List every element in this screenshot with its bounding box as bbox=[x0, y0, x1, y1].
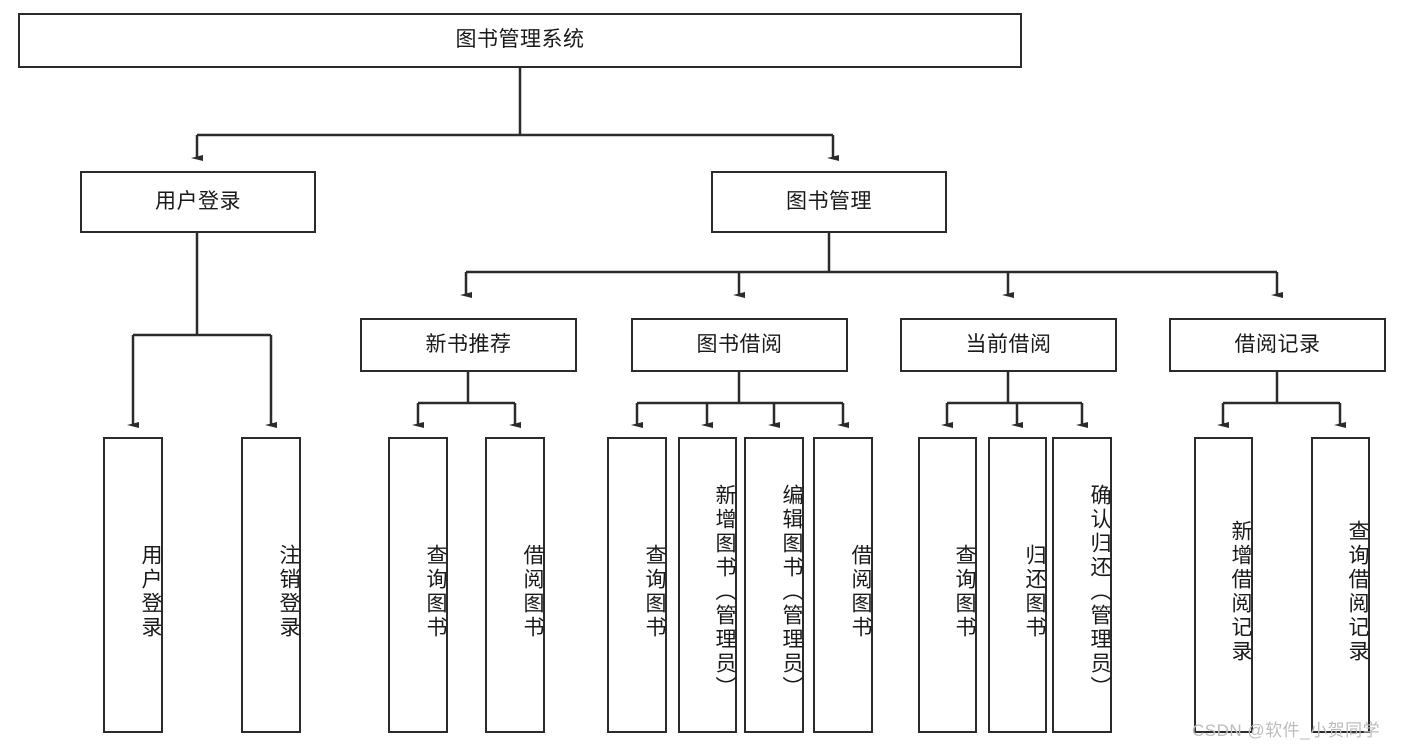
leaf-query-book-borrow[interactable]: 查询图书 bbox=[607, 437, 667, 733]
node-label: 图书管理 bbox=[786, 189, 872, 213]
node-book-management[interactable]: 图书管理 bbox=[711, 171, 947, 233]
node-label: 借阅图书 bbox=[849, 544, 872, 640]
node-label: 归还图书 bbox=[1023, 544, 1046, 640]
leaf-confirm-return-admin[interactable]: 确认归还（管理员） bbox=[1052, 437, 1112, 733]
node-label: 当前借阅 bbox=[965, 332, 1052, 356]
node-label: 查询图书 bbox=[424, 544, 447, 640]
node-book-borrow[interactable]: 图书借阅 bbox=[631, 318, 848, 372]
leaf-query-book-recommend[interactable]: 查询图书 bbox=[388, 437, 448, 733]
node-label: 确认归还（管理员） bbox=[1088, 484, 1111, 700]
leaf-query-borrow-record[interactable]: 查询借阅记录 bbox=[1311, 437, 1370, 733]
leaf-user-login[interactable]: 用户登录 bbox=[103, 437, 163, 733]
node-current-borrow[interactable]: 当前借阅 bbox=[900, 318, 1117, 372]
node-label: 查询图书 bbox=[953, 544, 976, 640]
leaf-edit-book-admin[interactable]: 编辑图书（管理员） bbox=[744, 437, 804, 733]
node-label: 借阅记录 bbox=[1234, 332, 1321, 356]
node-label: 图书借阅 bbox=[696, 332, 783, 356]
node-new-book-recommend[interactable]: 新书推荐 bbox=[360, 318, 577, 372]
node-label: 编辑图书（管理员） bbox=[780, 484, 803, 700]
node-label: 查询借阅记录 bbox=[1346, 520, 1369, 664]
node-label: 借阅图书 bbox=[521, 544, 544, 640]
node-label: 注销登录 bbox=[277, 544, 300, 640]
node-root-book-management-system[interactable]: 图书管理系统 bbox=[18, 13, 1022, 68]
node-label: 新书推荐 bbox=[425, 332, 512, 356]
node-label: 新增图书（管理员） bbox=[713, 484, 736, 700]
node-label: 新增借阅记录 bbox=[1229, 520, 1252, 664]
leaf-return-book[interactable]: 归还图书 bbox=[988, 437, 1047, 733]
node-label: 用户登录 bbox=[155, 189, 241, 213]
leaf-add-book-admin[interactable]: 新增图书（管理员） bbox=[678, 437, 737, 733]
node-label: 查询图书 bbox=[643, 544, 666, 640]
node-user-login[interactable]: 用户登录 bbox=[80, 171, 316, 233]
node-label: 用户登录 bbox=[139, 544, 162, 640]
leaf-add-borrow-record[interactable]: 新增借阅记录 bbox=[1194, 437, 1253, 733]
node-borrow-record[interactable]: 借阅记录 bbox=[1169, 318, 1386, 372]
leaf-borrow-book[interactable]: 借阅图书 bbox=[813, 437, 873, 733]
leaf-query-book-current[interactable]: 查询图书 bbox=[918, 437, 977, 733]
node-label: 图书管理系统 bbox=[455, 28, 585, 52]
csdn-watermark: CSDN @软件_小贺同学 bbox=[1192, 721, 1381, 740]
leaf-logout-login[interactable]: 注销登录 bbox=[241, 437, 301, 733]
leaf-borrow-book-recommend[interactable]: 借阅图书 bbox=[485, 437, 545, 733]
